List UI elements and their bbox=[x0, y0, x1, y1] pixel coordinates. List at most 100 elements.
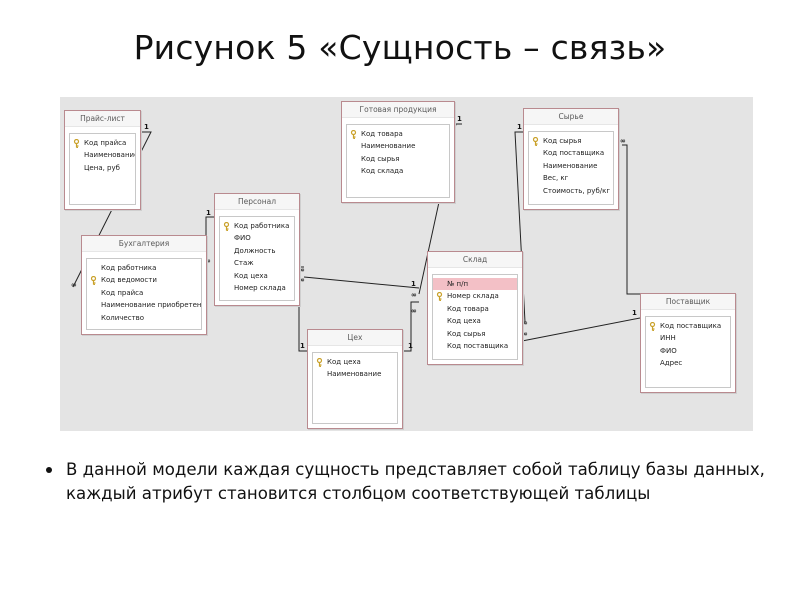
entity-field[interactable]: Код склада bbox=[347, 165, 449, 177]
entity-field[interactable]: Код сырья bbox=[347, 153, 449, 165]
entity-field[interactable]: Код работника bbox=[220, 220, 294, 232]
rel-one-mark: 1 bbox=[632, 309, 637, 317]
entity-field[interactable]: Код поставщика bbox=[646, 320, 730, 332]
rel-many-mark: ∞ bbox=[71, 281, 77, 289]
rel-supplier-warehouse bbox=[521, 317, 641, 342]
entity-field[interactable]: Код работника bbox=[87, 262, 201, 274]
entity-field[interactable]: Цена, руб bbox=[70, 162, 135, 174]
rel-many-mark: ∞ bbox=[205, 257, 211, 265]
entity-field-label: № п/п bbox=[447, 280, 469, 288]
er-diagram: 1 ∞ 1 ∞ ∞ ∞ 1 ∞ ∞ 1 1 1 1 ∞ ∞ ∞ 1 Прайс-… bbox=[60, 97, 753, 431]
entity-field-label: Код прайса bbox=[84, 139, 127, 147]
entity-field-label: Наименование bbox=[361, 142, 416, 151]
entity-field[interactable]: Количество bbox=[87, 312, 201, 324]
entity-field[interactable]: Код прайса bbox=[70, 137, 135, 149]
entity-field-label: Стоимость, руб/кг bbox=[543, 186, 611, 195]
entity-field[interactable]: Код поставщика bbox=[529, 147, 613, 159]
entity-field-label: Код поставщика bbox=[543, 149, 605, 158]
entity-field[interactable]: ИНН bbox=[646, 332, 730, 344]
entity-field[interactable]: Номер склада bbox=[220, 282, 294, 294]
entity-title: Персонал bbox=[215, 194, 299, 210]
entity-field[interactable]: № п/п bbox=[433, 278, 517, 291]
rel-one-mark: 1 bbox=[411, 280, 416, 288]
entity-field[interactable]: Должность bbox=[220, 245, 294, 257]
entity-title: Бухгалтерия bbox=[82, 236, 206, 252]
entity-field-label: Стаж bbox=[234, 259, 254, 268]
entity-field[interactable]: Адрес bbox=[646, 357, 730, 369]
entity-field[interactable]: Номер склада bbox=[433, 290, 517, 302]
entity-field-label: Адрес bbox=[660, 359, 683, 368]
entity-field[interactable]: ФИО bbox=[646, 345, 730, 357]
primary-key-icon bbox=[649, 322, 656, 331]
primary-key-icon bbox=[436, 292, 443, 302]
entity-field-label: Наименование bbox=[84, 151, 135, 160]
rel-raw-supplier bbox=[622, 144, 640, 295]
entity-field[interactable]: Код цеха bbox=[313, 356, 397, 368]
entity-title: Сырье bbox=[524, 109, 618, 125]
entity-field[interactable]: Наименование bbox=[313, 368, 397, 380]
primary-key-icon bbox=[90, 276, 97, 286]
entity-field-label: Номер склада bbox=[234, 283, 286, 292]
entity-field[interactable]: Код цеха bbox=[433, 315, 517, 327]
entity-field-label: Наименование приобретения bbox=[101, 301, 201, 310]
rel-many-mark: ∞ bbox=[522, 330, 528, 338]
entity-field[interactable]: Код поставщика bbox=[433, 340, 517, 352]
primary-key-icon bbox=[223, 222, 230, 231]
entity-field-label: Цена, руб bbox=[84, 163, 120, 172]
entity-field[interactable]: Стоимость, руб/кг bbox=[529, 185, 613, 197]
entity-field-label: Код ведомости bbox=[101, 276, 157, 285]
entity-field[interactable]: Наименование bbox=[529, 160, 613, 172]
rel-staff-warehouse bbox=[303, 276, 420, 289]
entity-field[interactable]: Код товара bbox=[433, 303, 517, 315]
entity-field-label: Код товара bbox=[361, 130, 403, 138]
rel-one-mark: 1 bbox=[300, 342, 305, 350]
entity-field[interactable]: Наименование приобретения bbox=[87, 299, 201, 311]
entity-field-label: Код сырья bbox=[361, 154, 400, 163]
bullet-item: В данной модели каждая сущность представ… bbox=[46, 458, 766, 506]
entity-field-label: Наименование bbox=[327, 370, 382, 379]
rel-many-mark: ∞ bbox=[411, 291, 417, 299]
entity-field[interactable]: Код цеха bbox=[220, 270, 294, 282]
entity-field-label: ФИО bbox=[660, 346, 677, 355]
entity-field-label: Код цеха bbox=[234, 271, 268, 280]
rel-one-mark: 1 bbox=[206, 209, 211, 217]
rel-many-mark: ∞ bbox=[299, 266, 305, 274]
entity-field-label: Должность bbox=[234, 246, 276, 255]
entity-field-label: Вес, кг bbox=[543, 174, 569, 183]
entity-field[interactable]: Код прайса bbox=[87, 287, 201, 299]
entity-field[interactable]: Код сырья bbox=[433, 328, 517, 340]
primary-key-icon bbox=[350, 130, 357, 139]
primary-key-icon bbox=[532, 137, 539, 146]
entity-field-label: Наименование bbox=[543, 161, 598, 170]
entity-field[interactable]: Вес, кг bbox=[529, 172, 613, 184]
rel-one-mark: 1 bbox=[408, 342, 413, 350]
slide-title: Рисунок 5 «Сущность – связь» bbox=[133, 28, 667, 67]
entity-title: Поставщик bbox=[641, 294, 735, 310]
entity-field-label: Код работника bbox=[234, 222, 290, 230]
entity-field[interactable]: Стаж bbox=[220, 257, 294, 269]
entity-field[interactable]: ФИО bbox=[220, 232, 294, 244]
entity-field[interactable]: Код товара bbox=[347, 128, 449, 140]
bullet-text: В данной модели каждая сущность представ… bbox=[66, 460, 765, 503]
entity-field[interactable]: Код сырья bbox=[529, 135, 613, 147]
entity-field[interactable]: Наименование bbox=[70, 149, 135, 161]
bullet-list: В данной модели каждая сущность представ… bbox=[46, 458, 766, 506]
entity-field[interactable]: Наименование bbox=[347, 140, 449, 152]
entity-field[interactable]: Код ведомости bbox=[87, 274, 201, 286]
rel-many-mark: ∞ bbox=[522, 319, 528, 327]
